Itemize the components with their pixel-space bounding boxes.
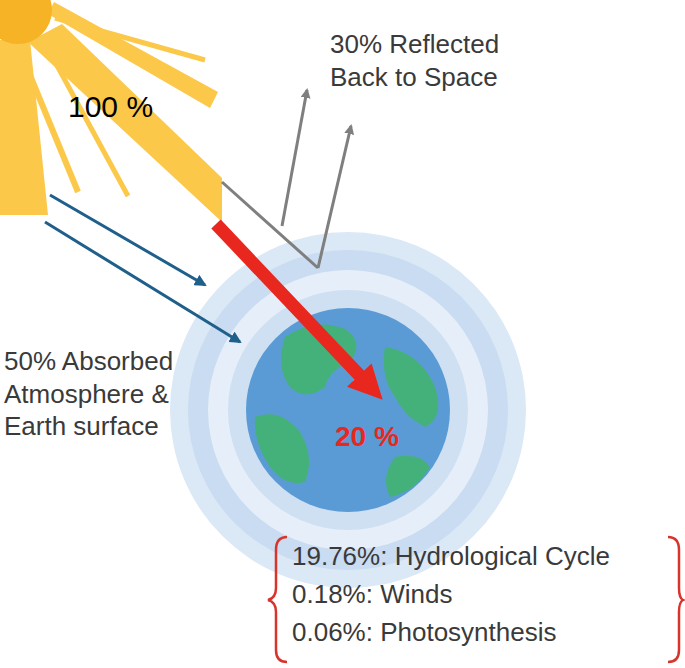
share-item: 0.06%: Photosynthesis: [292, 616, 557, 649]
energy-arrow: [216, 224, 362, 378]
absorbed-arrow: [45, 222, 240, 342]
bracket: [268, 537, 287, 662]
reflected-arrow: [318, 126, 351, 268]
bracket: [668, 537, 683, 662]
reflected-line: [222, 182, 318, 268]
globe-shape: [245, 307, 451, 513]
share-item: 19.76%: Hydrological Cycle: [292, 540, 610, 573]
sun-total: 100 %: [68, 88, 153, 126]
share-item: 0.18%: Winds: [292, 578, 452, 611]
atmosphere-rings: [170, 232, 526, 588]
absorbed-note: 50% Absorbed Atmosphere & Earth surface: [4, 345, 204, 443]
reflected-note: 30% Reflected Back to Space: [330, 28, 555, 93]
reflected-arrow: [282, 90, 307, 226]
earth-globe: 20 %: [245, 307, 451, 513]
earth-share: 20 %: [335, 421, 399, 453]
sun: [0, 0, 222, 222]
